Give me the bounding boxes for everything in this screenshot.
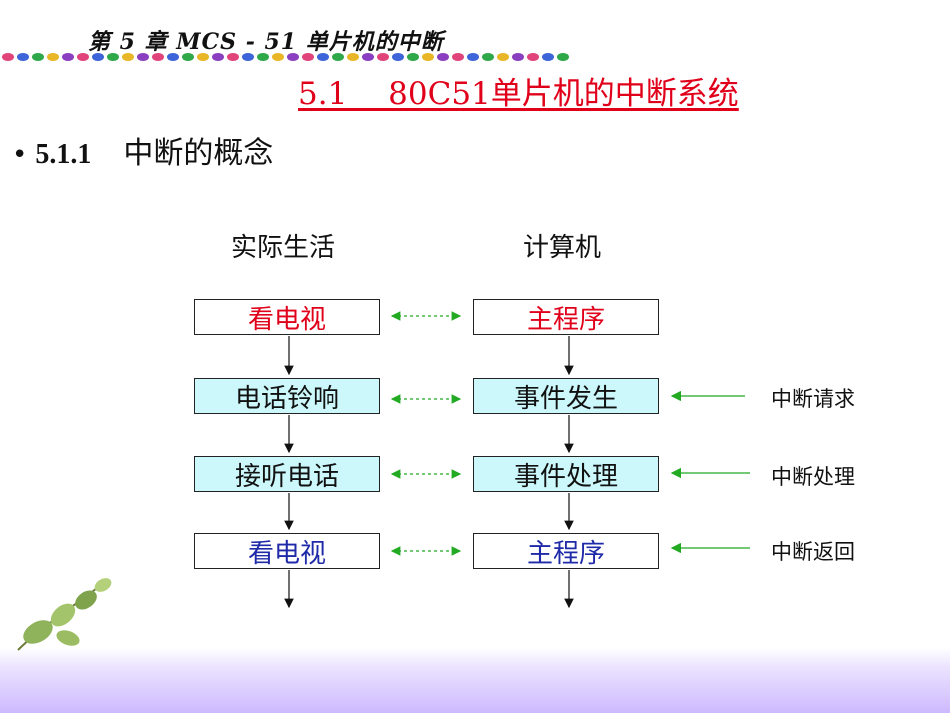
- decorative-dot: [212, 53, 224, 61]
- right-column-header: 计算机: [522, 233, 601, 263]
- decorative-dot: [32, 53, 44, 61]
- decorative-dot: [392, 53, 404, 61]
- decorative-dot: [77, 53, 89, 61]
- decorative-dot: [167, 53, 179, 61]
- decorative-dot: [542, 53, 554, 61]
- decorative-dot: [17, 53, 29, 61]
- decorative-dot: [2, 53, 14, 61]
- decorative-dot: [257, 53, 269, 61]
- decorative-dot: [227, 53, 239, 61]
- left-column-header: 实际生活: [230, 233, 335, 263]
- right-box-main-program: 主程序: [473, 299, 659, 335]
- chapter-title: 第 5 章 MCS - 51 单片机的中断: [88, 29, 444, 55]
- decorative-dot: [362, 53, 374, 61]
- footer-gradient-band: [0, 648, 950, 713]
- decorative-dot: [62, 53, 74, 61]
- right-box-return-main: 主程序: [473, 533, 659, 569]
- decorative-dot: [92, 53, 104, 61]
- decorative-dot: [302, 53, 314, 61]
- decorative-dot: [437, 53, 449, 61]
- decorative-dot: [467, 53, 479, 61]
- decorative-dot: [242, 53, 254, 61]
- left-box-phone-ring: 电话铃响: [194, 378, 380, 414]
- decorative-dot: [512, 53, 524, 61]
- decorative-dot: [107, 53, 119, 61]
- right-box-event-occurs: 事件发生: [473, 378, 659, 414]
- decorative-dot: [377, 53, 389, 61]
- decorative-dot: [422, 53, 434, 61]
- right-box-event-handling: 事件处理: [473, 456, 659, 492]
- decorative-dot: [182, 53, 194, 61]
- decorative-dot: [407, 53, 419, 61]
- left-box-answer-phone: 接听电话: [194, 456, 380, 492]
- decorative-dot: [332, 53, 344, 61]
- bullet-text: 中断的概念: [123, 136, 274, 171]
- label-interrupt-handling: 中断处理: [771, 465, 855, 489]
- decorative-dot: [527, 53, 539, 61]
- decorative-dot: [497, 53, 509, 61]
- left-box-watch-tv: 看电视: [194, 299, 380, 335]
- left-box-resume-tv: 看电视: [194, 533, 380, 569]
- section-title: 5.1 80C51单片机的中断系统: [298, 76, 739, 112]
- decorative-dot: [317, 53, 329, 61]
- label-interrupt-return: 中断返回: [771, 540, 855, 564]
- label-interrupt-request: 中断请求: [771, 387, 855, 411]
- decorative-dot: [347, 53, 359, 61]
- leaf-decoration-icon: [17, 578, 112, 651]
- decorative-dot: [137, 53, 149, 61]
- decorative-dot-strip: [2, 53, 569, 61]
- decorative-dot: [557, 53, 569, 61]
- bullet-number: 5.1.1: [35, 139, 92, 170]
- bullet-symbol: •: [12, 140, 28, 170]
- decorative-dot: [122, 53, 134, 61]
- decorative-dot: [152, 53, 164, 61]
- decorative-dot: [197, 53, 209, 61]
- bullet-heading: •5.1.1 中断的概念: [12, 128, 273, 172]
- decorative-dot: [482, 53, 494, 61]
- decorative-dot: [287, 53, 299, 61]
- decorative-dot: [452, 53, 464, 61]
- decorative-dot: [47, 53, 59, 61]
- decorative-dot: [272, 53, 284, 61]
